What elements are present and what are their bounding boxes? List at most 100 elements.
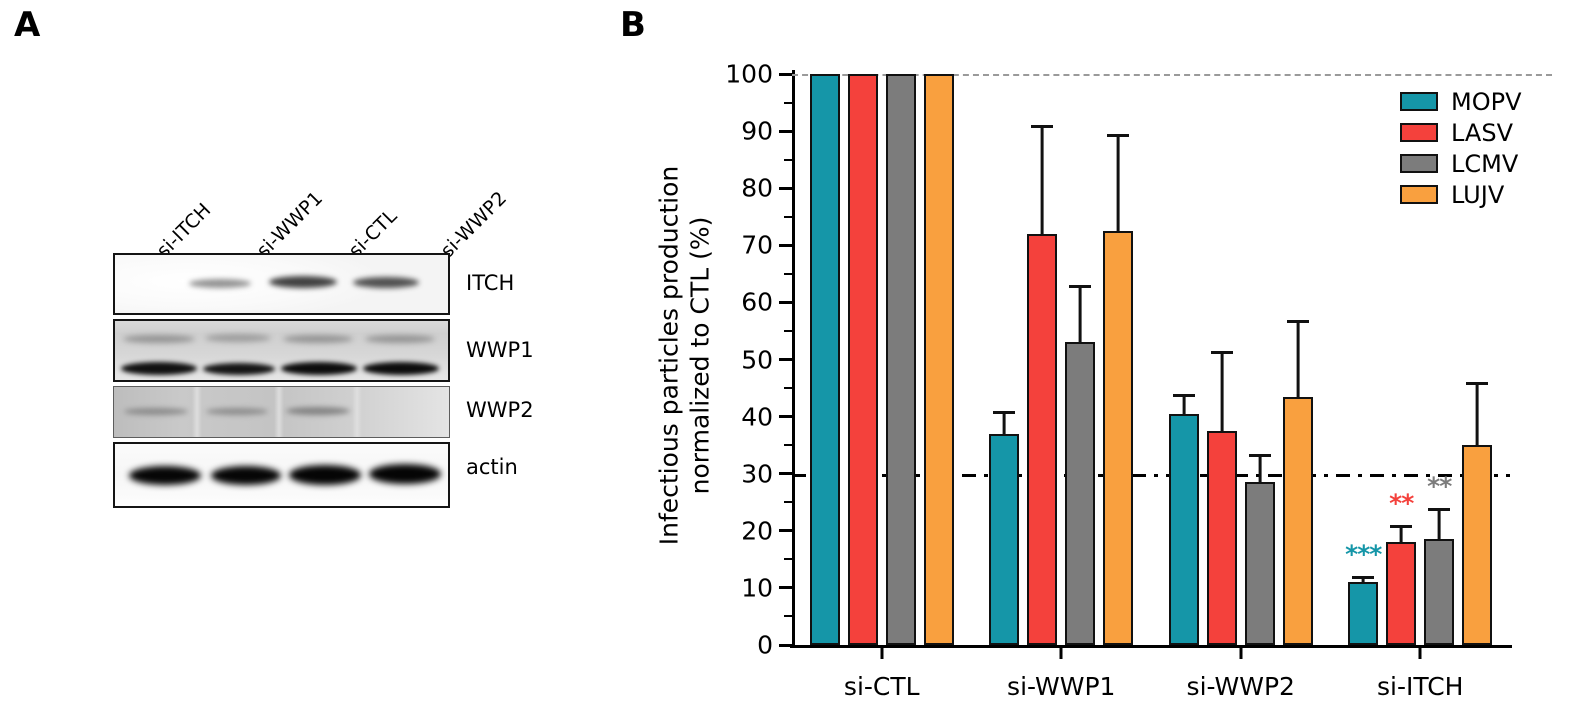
blot-band-wwp1-lane4 <box>363 362 439 375</box>
y-tick-minor-75 <box>784 215 792 218</box>
blot-smear-3 <box>352 387 362 437</box>
error-bar-lujv <box>1116 133 1120 232</box>
bar-si-wwp2-lasv[interactable] <box>1206 74 1237 645</box>
bar-si-wwp2-lujv[interactable] <box>1282 74 1313 645</box>
y-tick-80 <box>779 186 792 190</box>
blot-band-wwp1-lane3 <box>281 362 357 375</box>
y-tick-label-80: 80 <box>741 173 773 203</box>
x-axis-line <box>790 645 1512 648</box>
bar-si-ctl-lujv[interactable] <box>923 74 954 645</box>
bar-si-itch-lasv[interactable] <box>1386 74 1417 645</box>
blot-band-wwp1-upper-lane4 <box>365 335 435 343</box>
blot-band-wwp1-lane1 <box>121 362 197 375</box>
x-tick-label-si-wwp1: si-WWP1 <box>1007 672 1116 701</box>
y-tick-label-50: 50 <box>741 345 773 374</box>
bar-si-itch-lujv[interactable] <box>1462 74 1493 645</box>
error-cap-lcmv <box>1248 453 1271 457</box>
bar-si-ctl-lasv[interactable] <box>847 74 878 645</box>
bar-si-ctl-mopv[interactable] <box>809 74 840 645</box>
blot-band-itch-lane2 <box>189 279 251 288</box>
blot-band-actin-lane2 <box>211 466 281 485</box>
bar-rect-lcmv <box>885 74 916 645</box>
blot-row-label-wwp1: WWP1 <box>466 338 534 362</box>
error-cap-lujv <box>1466 382 1489 386</box>
blot-band-wwp2-lane1 <box>124 408 188 415</box>
blot-lane-label-si-wwp2: si-WWP2 <box>436 187 512 262</box>
error-cap-lcmv <box>1069 285 1092 289</box>
bar-si-wwp2-mopv[interactable] <box>1168 74 1199 645</box>
bar-si-itch-lcmv[interactable] <box>1424 74 1455 645</box>
y-tick-minor-5 <box>784 615 792 618</box>
error-bar-mopv <box>1002 410 1006 434</box>
bar-si-itch-mopv[interactable] <box>1348 74 1379 645</box>
bar-si-wwp1-lcmv[interactable] <box>1065 74 1096 645</box>
bar-si-wwp1-lujv[interactable] <box>1103 74 1134 645</box>
bar-rect-lujv <box>1462 445 1493 645</box>
y-tick-label-90: 90 <box>741 116 773 146</box>
bar-rect-mopv <box>989 433 1020 645</box>
error-cap-mopv <box>1172 393 1195 397</box>
y-tick-30 <box>779 472 792 476</box>
blot-band-wwp1-lane2 <box>203 363 275 375</box>
error-bar-lujv <box>1296 319 1300 397</box>
bar-rect-lcmv <box>1244 482 1275 645</box>
error-bar-lcmv <box>1258 453 1262 483</box>
legend-label-mopv: MOPV <box>1451 87 1522 116</box>
error-bar-lcmv <box>1078 285 1082 343</box>
y-tick-label-40: 40 <box>741 402 773 432</box>
control-100-line <box>792 74 1552 76</box>
y-tick-50 <box>779 358 792 361</box>
x-tick-si-itch <box>1418 645 1422 659</box>
error-cap-lasv <box>1031 125 1054 129</box>
bar-rect-lasv <box>1027 233 1058 645</box>
blot-band-wwp2-lane2 <box>206 408 268 415</box>
bar-rect-lujv <box>1282 396 1313 645</box>
y-tick-label-10: 10 <box>741 573 773 603</box>
bar-si-wwp1-mopv[interactable] <box>989 74 1020 645</box>
blot-smear-1 <box>192 387 202 437</box>
error-cap-lcmv <box>1428 507 1451 511</box>
blot-band-actin-lane4 <box>369 464 441 484</box>
y-tick-70 <box>779 243 792 247</box>
blot-lane-label-si-wwp1: si-WWP1 <box>252 187 328 262</box>
bar-rect-mopv <box>1348 582 1379 645</box>
blot-band-wwp1-upper-lane1 <box>123 335 195 343</box>
legend-item-lasv[interactable]: LASV <box>1400 117 1522 148</box>
legend-item-mopv[interactable]: MOPV <box>1400 86 1522 117</box>
error-bar-lasv <box>1220 350 1224 431</box>
panel-b-bar-chart: B Infectious particles production normal… <box>610 0 1570 701</box>
bar-si-ctl-lcmv[interactable] <box>885 74 916 645</box>
error-cap-lujv <box>1107 133 1130 137</box>
panel-b-label: B <box>620 5 646 45</box>
legend-item-lujv[interactable]: LUJV <box>1400 179 1522 210</box>
blot-row-label-wwp2: WWP2 <box>466 398 534 422</box>
bar-group-si-itch: ******* <box>1345 74 1493 645</box>
error-cap-lasv <box>1210 350 1233 354</box>
y-tick-label-0: 0 <box>757 630 773 660</box>
error-bar-lasv <box>1040 125 1044 234</box>
bar-rect-lcmv <box>1065 342 1096 645</box>
blot-band-actin-lane3 <box>289 465 361 485</box>
blot-row-label-itch: ITCH <box>466 271 515 295</box>
y-tick-minor-35 <box>784 444 792 447</box>
bar-rect-lujv <box>1103 231 1134 645</box>
y-tick-minor-95 <box>784 101 792 104</box>
bar-rect-lasv <box>847 74 878 645</box>
x-tick-label-si-itch: si-ITCH <box>1377 672 1464 701</box>
y-tick-10 <box>779 586 792 590</box>
legend-item-lcmv[interactable]: LCMV <box>1400 148 1522 179</box>
blot-band-itch-lane4 <box>353 277 419 288</box>
blot-band-itch-lane3 <box>269 276 337 288</box>
y-tick-60 <box>779 300 792 304</box>
blot-strip-wwp2 <box>113 386 450 438</box>
bar-si-wwp1-lasv[interactable] <box>1027 74 1058 645</box>
y-axis-line <box>792 70 795 648</box>
y-tick-minor-45 <box>784 387 792 390</box>
blot-strip-stack <box>113 253 450 512</box>
bar-rect-mopv <box>1168 413 1199 645</box>
bar-si-wwp2-lcmv[interactable] <box>1244 74 1275 645</box>
